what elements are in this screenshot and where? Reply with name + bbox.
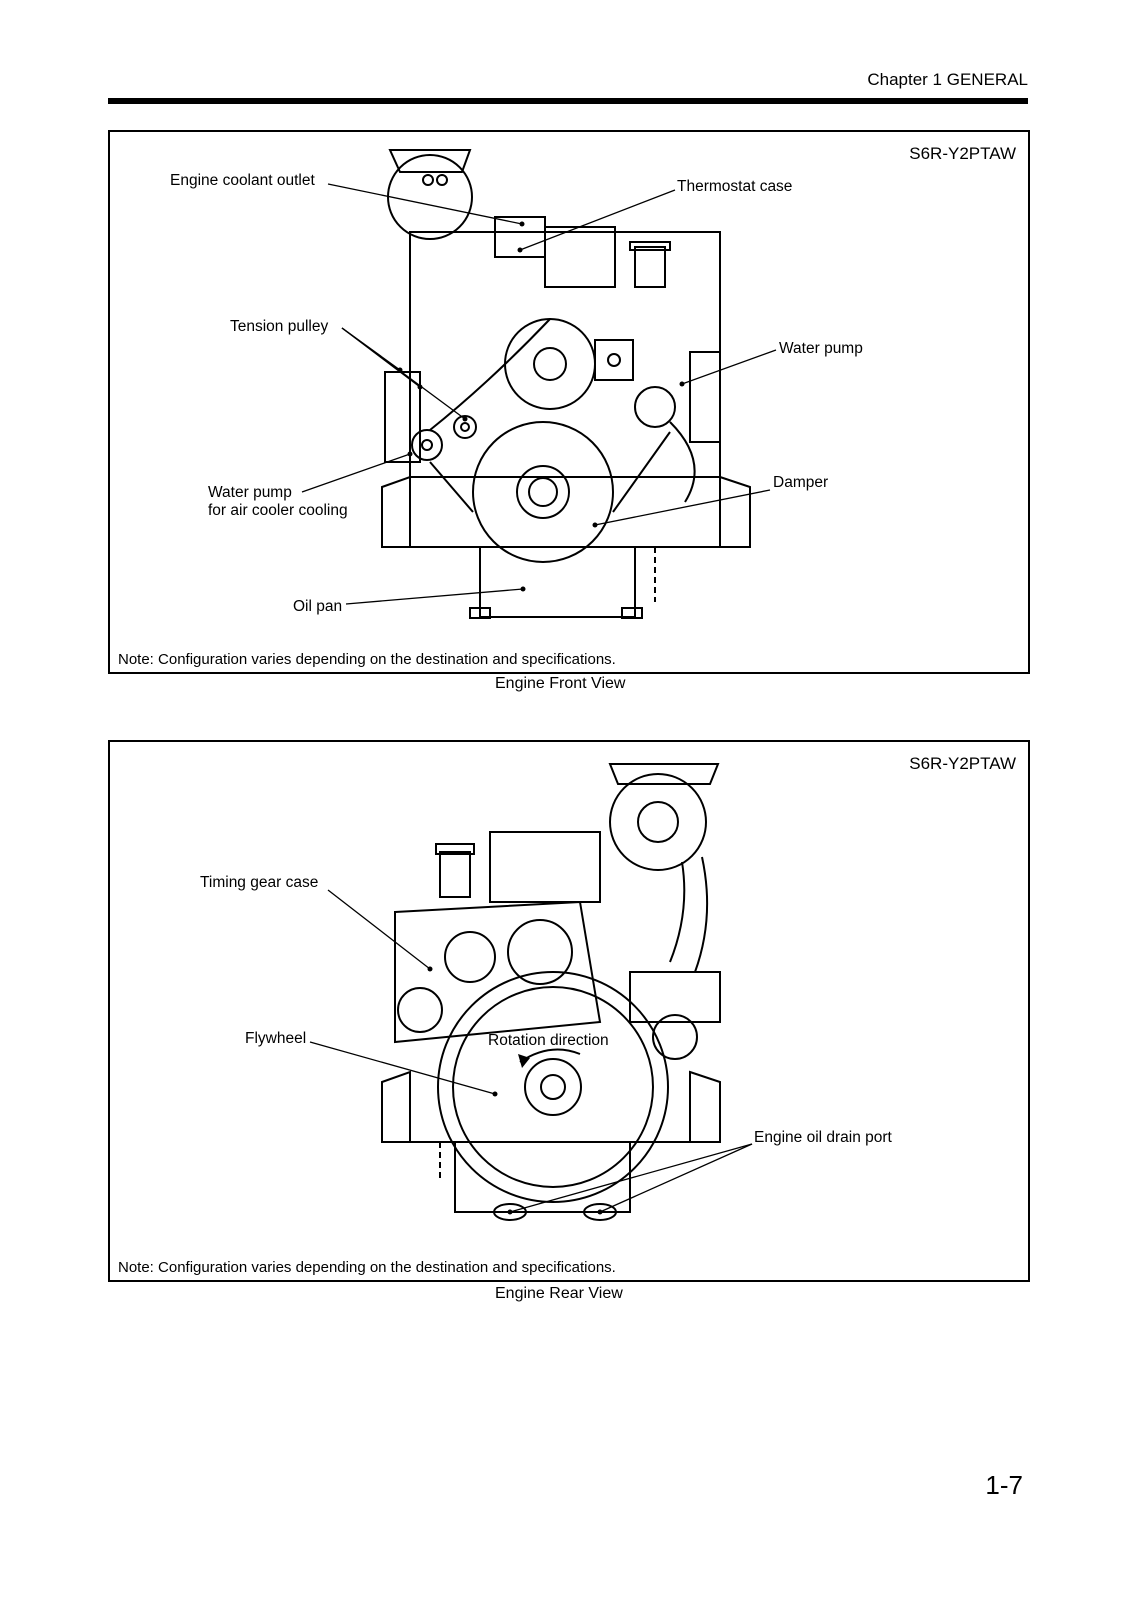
label-water-pump-air-line2: for air cooler cooling <box>208 502 348 519</box>
engine-rear-drawing <box>309 763 753 1221</box>
label-damper: Damper <box>773 474 829 491</box>
header-rule <box>108 98 1028 104</box>
model-number: S6R-Y2PTAW <box>909 144 1016 163</box>
front-note: Note: Configuration varies depending on … <box>118 651 616 668</box>
engine-front-drawing <box>301 149 777 619</box>
label-engine-oil-drain-port: Engine oil drain port <box>754 1129 892 1146</box>
label-oil-pan: Oil pan <box>293 598 343 615</box>
label-tension-pulley: Tension pulley <box>230 318 329 335</box>
page-header: Chapter 1 GENERAL <box>108 66 1028 106</box>
front-view-caption: Engine Front View <box>495 675 626 692</box>
label-timing-gear-case: Timing gear case <box>200 874 319 891</box>
label-water-pump-air-line1: Water pump <box>208 484 292 501</box>
front-view-figure: S6R-Y2PTAW Engine coolant outlet Thermos… <box>108 130 1030 674</box>
page-number: 1-7 <box>985 1470 1023 1500</box>
rear-view-caption: Engine Rear View <box>495 1285 623 1302</box>
label-rotation-direction: Rotation direction <box>488 1032 609 1049</box>
model-number: S6R-Y2PTAW <box>909 754 1016 773</box>
chapter-title: Chapter 1 GENERAL <box>867 70 1028 89</box>
label-flywheel: Flywheel <box>245 1030 307 1047</box>
label-water-pump: Water pump <box>779 340 863 357</box>
label-thermostat-case: Thermostat case <box>677 178 793 195</box>
rear-note: Note: Configuration varies depending on … <box>118 1259 616 1276</box>
label-water-pump-air-cooler: Water pump for air cooler cooling <box>208 484 348 520</box>
rear-view-figure: S6R-Y2PTAW Timing gear case Flywheel Rot… <box>108 740 1030 1282</box>
label-engine-coolant-outlet: Engine coolant outlet <box>170 172 315 189</box>
